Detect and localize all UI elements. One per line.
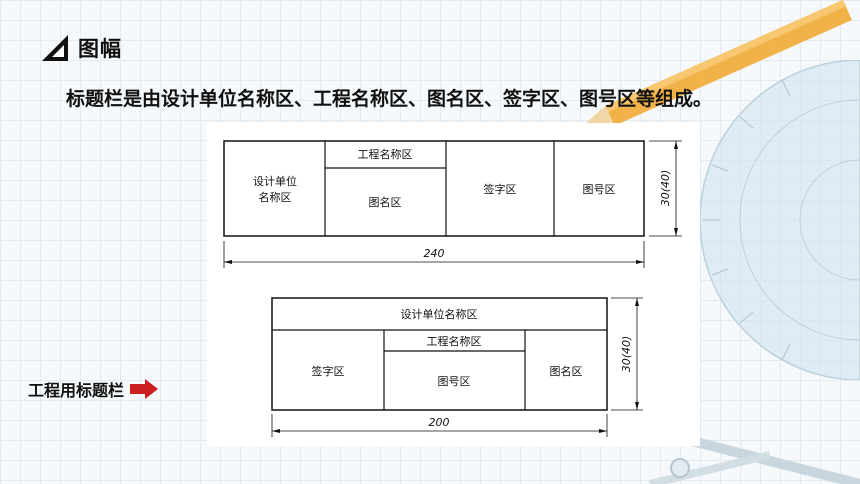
page-title: 图幅: [78, 37, 122, 61]
cell-signature: 签字区: [484, 182, 517, 196]
cell-design-unit-line1: 设计单位: [253, 174, 297, 188]
cell-drawing-name: 图名区: [369, 195, 402, 209]
cell-project-name: 工程名称区: [358, 147, 413, 161]
title-block-diagram-240: [223, 140, 682, 268]
side-label-text: 工程用标题栏: [28, 381, 125, 400]
pencil-decoration: [577, 0, 852, 130]
right-arrow-icon: [130, 379, 159, 399]
cell-design-unit-line2: 名称区: [259, 190, 292, 204]
engineering-title-block-label: 工程用标题栏: [28, 377, 159, 401]
title-block-diagram-200: [271, 297, 643, 437]
cell2-signature: 签字区: [312, 364, 345, 378]
dimension-height-2: 30(40): [620, 336, 633, 373]
cell2-drawing-number: 图号区: [438, 375, 471, 388]
page-subtitle: 标题栏是由设计单位名称区、工程名称区、图名区、签字区、图号区等组成。: [66, 88, 713, 110]
dimension-height-1: 30(40): [659, 170, 672, 207]
diagram-panel: 设计单位 名称区 工程名称区 图名区 签字区 图号区 240 30(40): [207, 123, 700, 446]
dimension-width-200: 200: [429, 416, 450, 429]
cell2-drawing-name: 图名区: [550, 364, 583, 378]
protractor-decoration: [700, 60, 860, 380]
slide-title: 图幅: [40, 33, 122, 63]
cell-drawing-number: 图号区: [583, 183, 616, 196]
cell2-design-unit: 设计单位名称区: [401, 307, 478, 321]
cell2-project-name: 工程名称区: [427, 334, 482, 348]
triangle-ruler-icon: [42, 35, 68, 61]
dimension-width-240: 240: [424, 247, 445, 260]
